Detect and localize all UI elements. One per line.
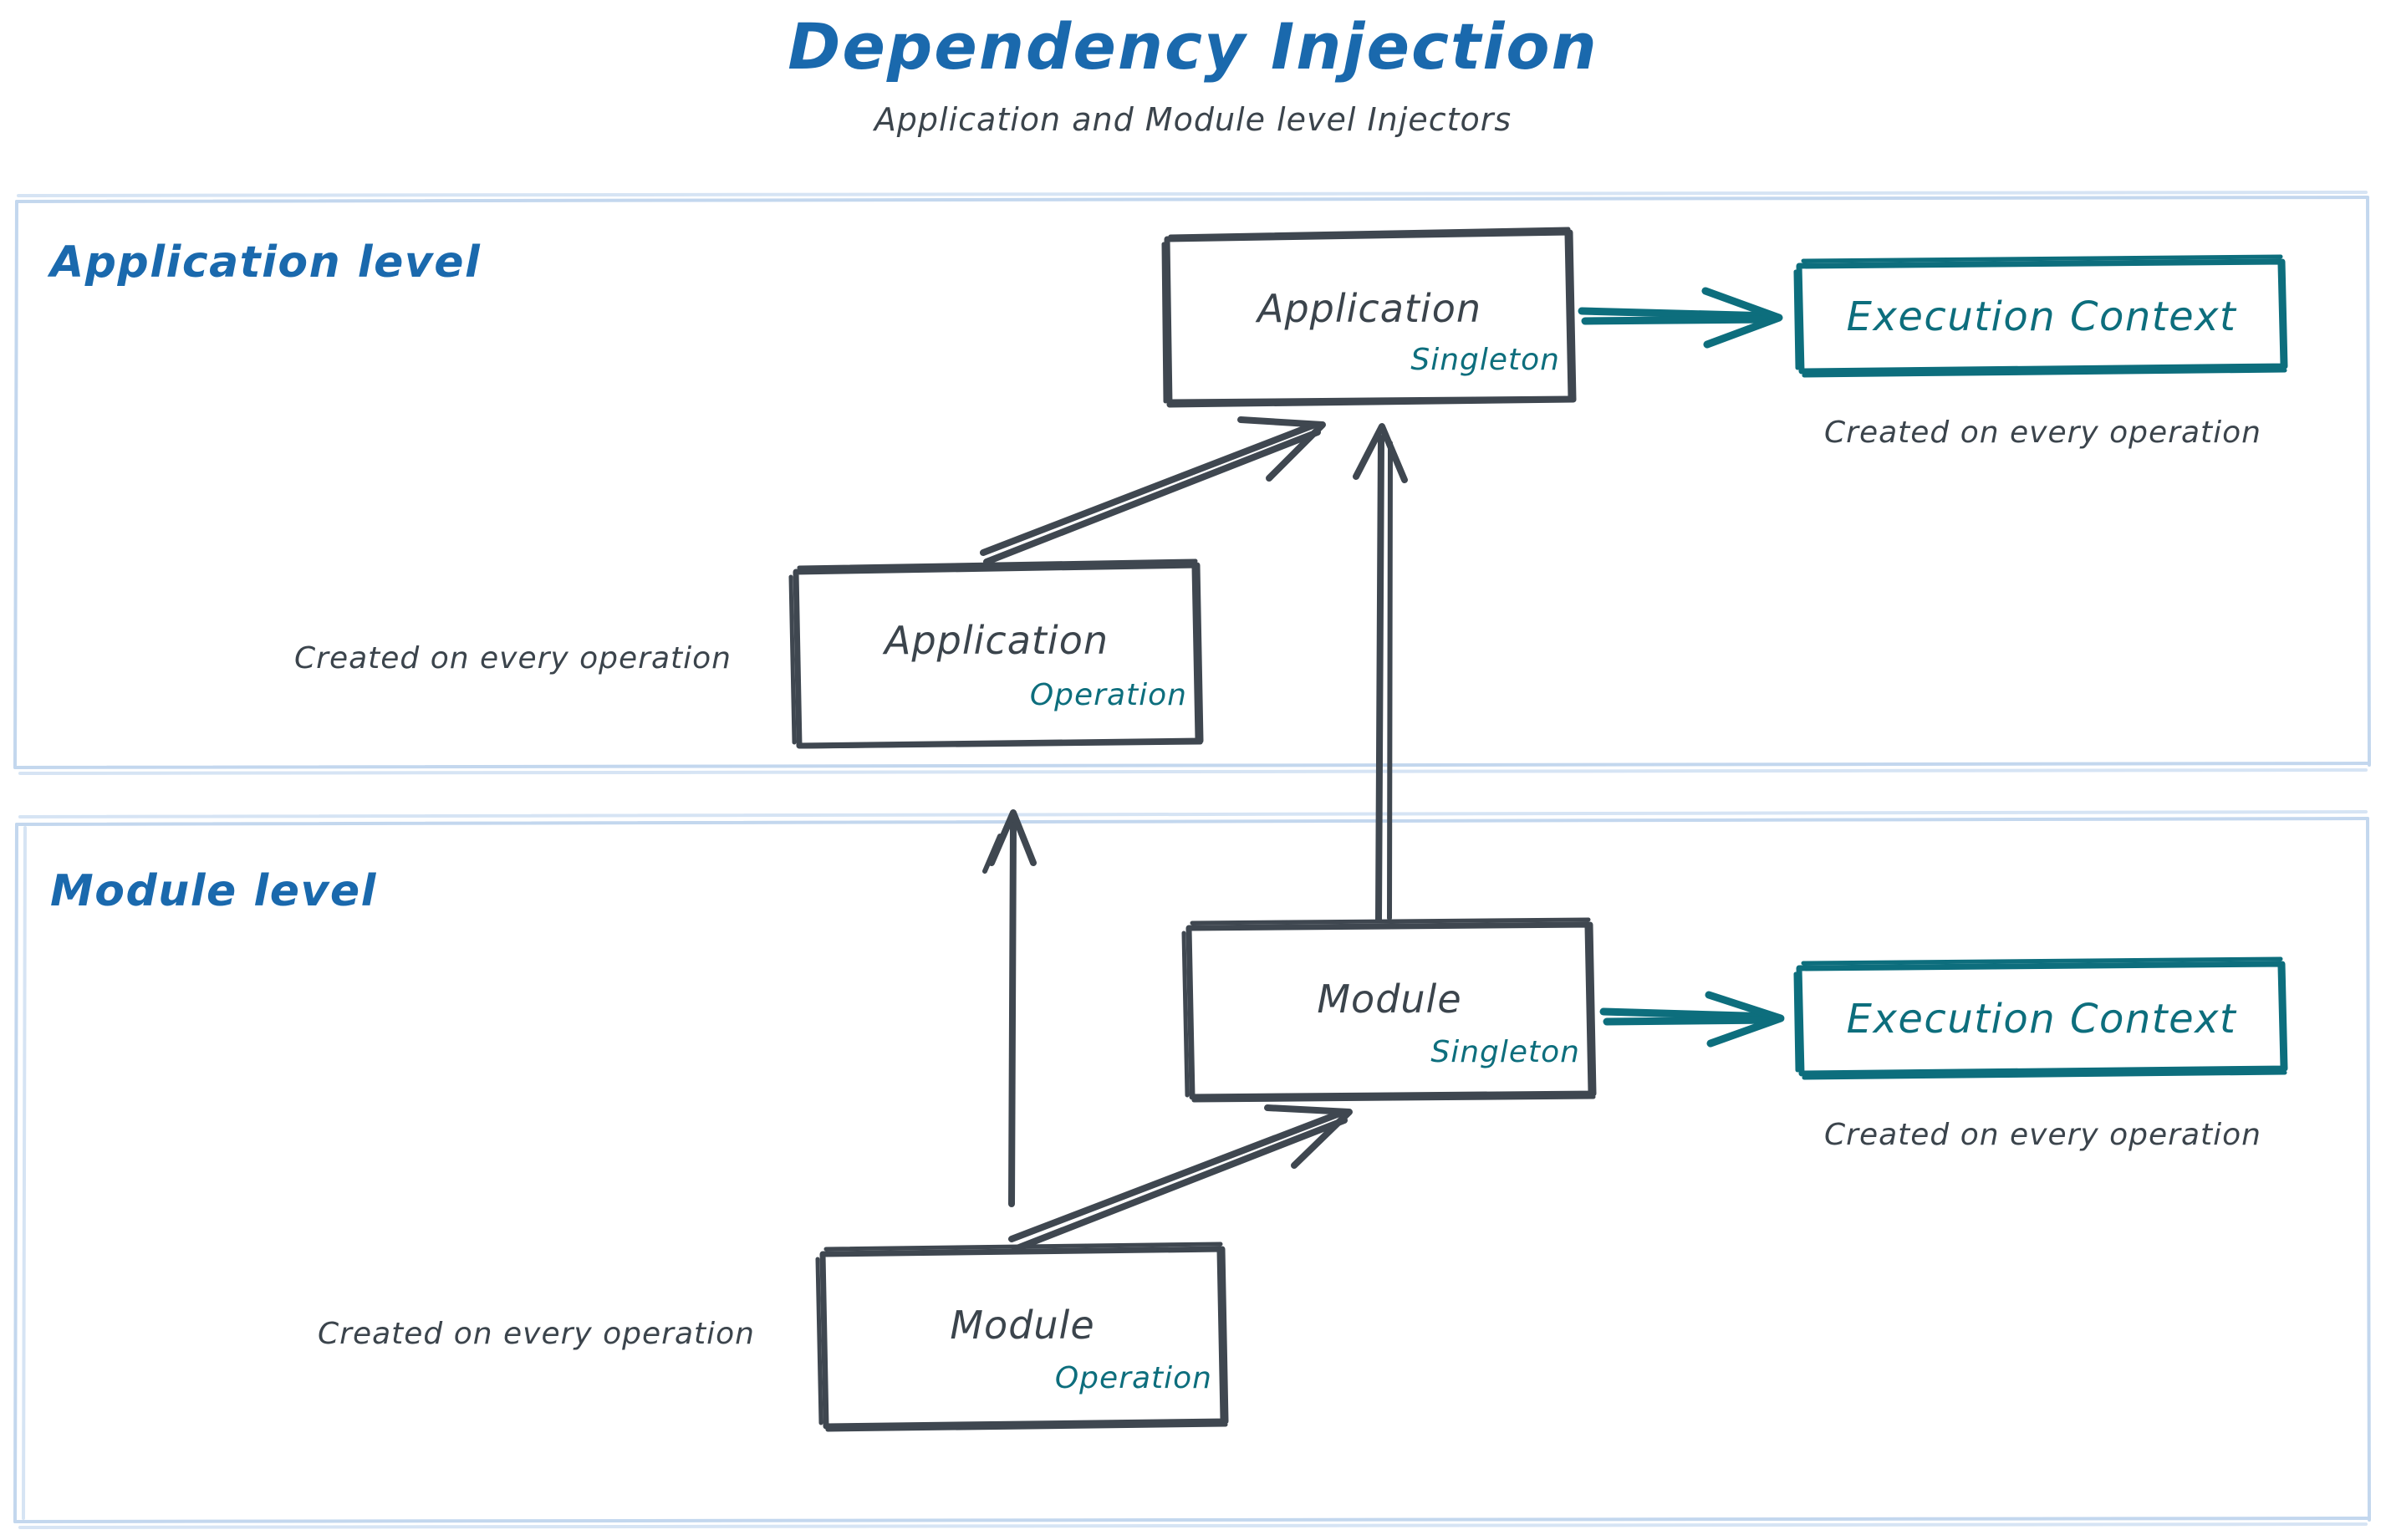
edge-module-singleton-to-application-singleton — [1353, 423, 1408, 923]
edge-application-operation-to-application-singleton — [980, 416, 1326, 565]
node-module-singleton[interactable]: Module Singleton — [1184, 920, 1595, 1100]
node-title: Application — [884, 618, 1109, 663]
caption-application-operation: Created on every operation — [294, 641, 732, 676]
node-module-operation[interactable]: Module Operation — [818, 1244, 1227, 1430]
node-title: Module — [950, 1303, 1095, 1348]
caption-execution-context-module: Created on every operation — [1824, 1118, 2261, 1152]
edge-application-singleton-to-execution-context — [1578, 287, 1783, 349]
edge-module-operation-to-application-operation — [982, 809, 1037, 1207]
node-execution-context-module[interactable]: Execution Context — [1796, 959, 2287, 1078]
section-label-application-level: Application level — [50, 237, 482, 288]
node-application-operation[interactable]: Application Operation — [791, 561, 1202, 748]
edge-module-operation-to-module-singleton — [1008, 1104, 1353, 1252]
node-application-singleton[interactable]: Application Singleton — [1164, 232, 1575, 406]
node-title: Application — [1257, 286, 1482, 331]
node-execution-context-application[interactable]: Execution Context — [1796, 257, 2287, 375]
page-subtitle: Application and Module level Injectors — [874, 101, 1512, 138]
page-title: Dependency Injection — [788, 9, 1598, 84]
caption-execution-context-application: Created on every operation — [1824, 416, 2261, 450]
section-label-module-level: Module level — [50, 866, 377, 916]
node-scope-badge: Singleton — [1410, 343, 1560, 377]
edge-module-singleton-to-execution-context — [1599, 991, 1785, 1048]
node-scope-badge: Operation — [1054, 1361, 1212, 1395]
caption-module-operation: Created on every operation — [318, 1317, 755, 1351]
node-title: Execution Context — [1846, 293, 2237, 340]
node-scope-badge: Singleton — [1430, 1035, 1580, 1069]
node-scope-badge: Operation — [1029, 678, 1187, 712]
node-title: Module — [1317, 977, 1462, 1022]
node-title: Execution Context — [1846, 996, 2237, 1043]
